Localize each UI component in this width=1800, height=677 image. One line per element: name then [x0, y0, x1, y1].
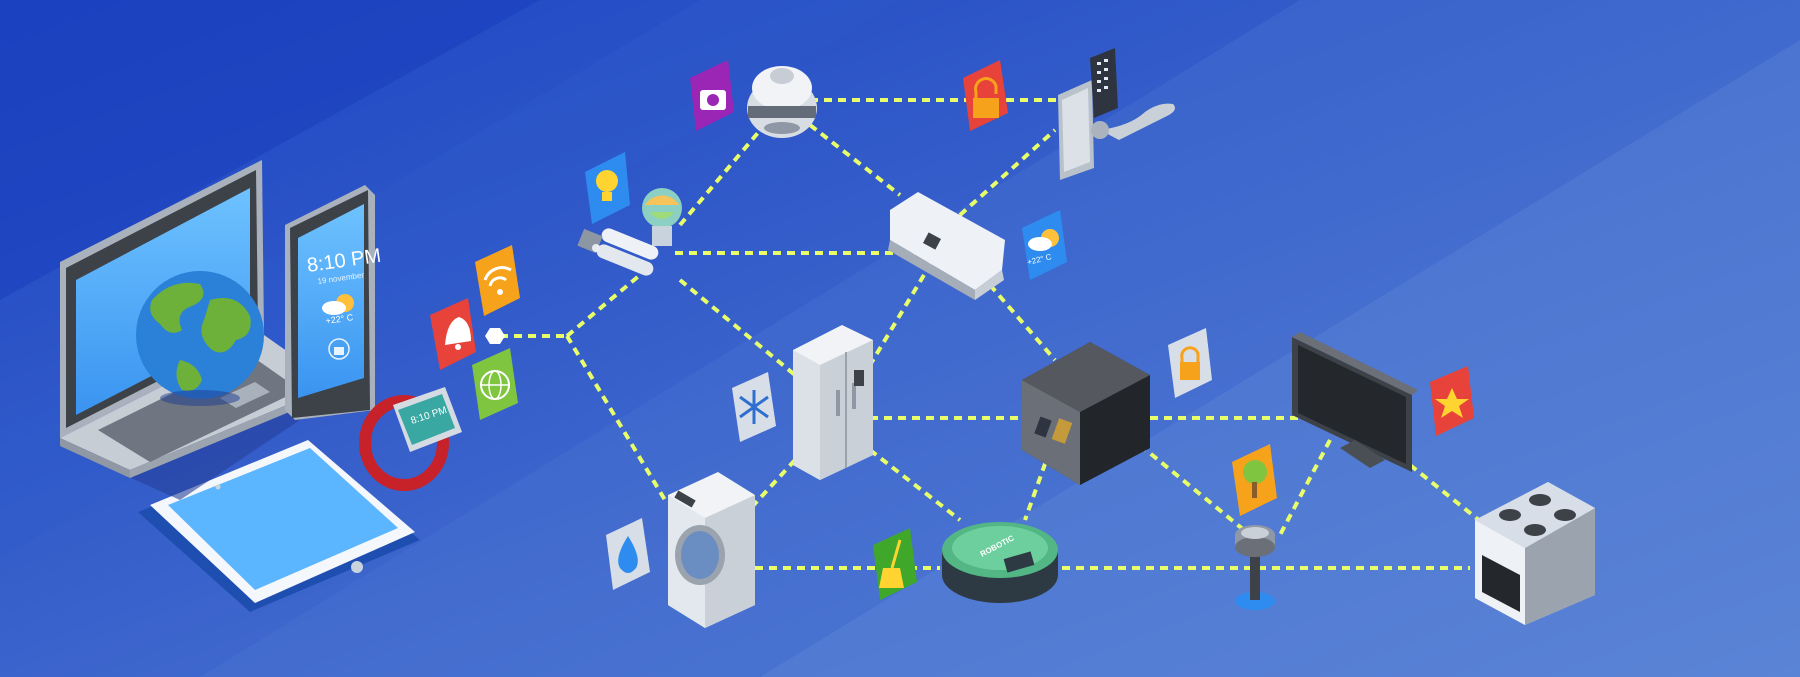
hub-node-icon — [485, 328, 505, 344]
broom-icon — [873, 528, 917, 600]
phone-lock-icon — [328, 338, 350, 360]
security-camera-device — [747, 66, 817, 138]
air-conditioner-device — [888, 192, 1005, 300]
lightbulb-icon — [585, 152, 630, 224]
connection-line — [868, 448, 962, 522]
robot-vacuum-device: ROBOTIC — [942, 522, 1058, 603]
snowflake-icon — [732, 372, 776, 442]
smart-bulb-device — [642, 188, 682, 246]
garden-sprinkler-device — [1235, 525, 1275, 610]
wifi-icon — [475, 245, 520, 316]
connection-line — [678, 126, 764, 227]
tree-icon — [1232, 444, 1277, 516]
phone-weather-icon — [322, 294, 354, 315]
connection-line — [958, 128, 1057, 217]
connection-line — [1138, 443, 1252, 537]
lock-icon — [1168, 328, 1212, 398]
connection-line — [565, 273, 642, 338]
safe-device — [1022, 342, 1150, 485]
connection-line — [808, 123, 902, 197]
refrigerator-device — [793, 325, 873, 480]
water-drop-icon — [606, 518, 650, 590]
network-connections — [500, 98, 1487, 570]
weather-icon: +22° C — [1022, 210, 1067, 280]
phone-temperature: +22° C — [325, 312, 354, 326]
camera-icon — [690, 60, 734, 131]
globe-network-icon — [472, 348, 518, 420]
washing-machine-device — [668, 472, 755, 628]
cfl-bulb-device — [577, 228, 659, 276]
smartphone-device: 8:10 PM 19 november +22° C — [285, 185, 382, 420]
connection-line — [1023, 449, 1052, 521]
padlock-icon — [963, 60, 1008, 131]
connection-line — [1278, 439, 1332, 536]
connection-line — [565, 334, 667, 502]
tablet-device — [138, 440, 420, 612]
star-icon — [1430, 366, 1474, 436]
smartwatch-device: 8:10 PM — [359, 387, 462, 491]
television-device — [1292, 332, 1418, 472]
laptop-device — [58, 160, 335, 500]
stove-device — [1475, 482, 1595, 625]
connection-line — [988, 283, 1057, 362]
connection-line — [1408, 463, 1487, 527]
notification-bell-icon — [430, 298, 476, 370]
connection-line — [678, 278, 797, 377]
smart-door-lock-device — [1058, 48, 1175, 180]
